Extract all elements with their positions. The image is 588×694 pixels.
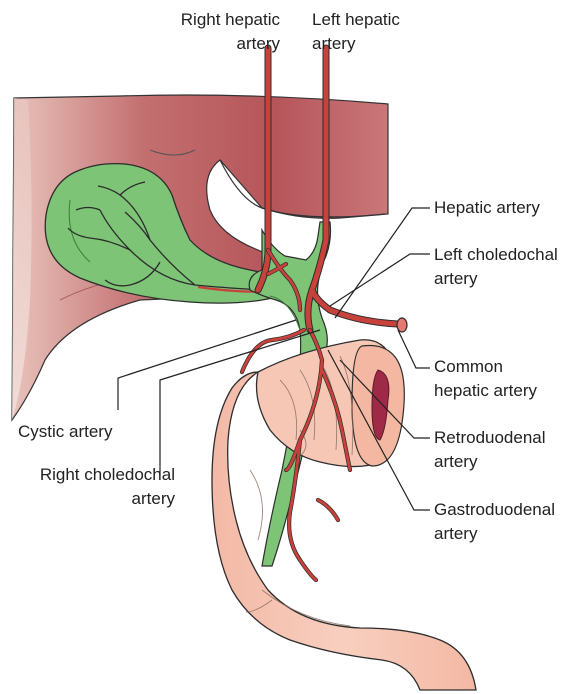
label-right-hepatic-artery: Right hepatic artery <box>181 8 280 56</box>
label-left-hepatic-artery: Left hepatic artery <box>312 8 400 56</box>
leader-left-choledochal <box>330 254 430 306</box>
label-retroduodenal-artery: Retroduodenal artery <box>434 426 546 474</box>
right-choledochal-line1: Right choledochal <box>40 463 175 487</box>
gastroduodenal-line1: Gastroduodenal <box>434 498 555 522</box>
label-common-hepatic-artery: Common hepatic artery <box>434 355 537 403</box>
label-cystic-artery: Cystic artery <box>18 420 112 444</box>
left-hepatic-line1: Left hepatic <box>312 8 400 32</box>
label-hepatic-artery: Hepatic artery <box>434 196 540 220</box>
right-hepatic-line2: artery <box>181 32 280 56</box>
left-hepatic-line2: artery <box>312 32 400 56</box>
left-choledochal-line1: Left choledochal <box>434 243 558 267</box>
leader-common-hepatic <box>398 330 430 368</box>
gastroduodenal-line2: artery <box>434 522 555 546</box>
hepatic-line1: Hepatic artery <box>434 196 540 220</box>
cystic-line1: Cystic artery <box>18 420 112 444</box>
label-gastroduodenal-artery: Gastroduodenal artery <box>434 498 555 546</box>
right-hepatic-line1: Right hepatic <box>181 8 280 32</box>
leader-hepatic-artery <box>335 208 430 318</box>
retroduodenal-line2: artery <box>434 450 546 474</box>
common-hepatic-line1: Common <box>434 355 537 379</box>
right-choledochal-line2: artery <box>40 487 175 511</box>
label-right-choledochal-artery: Right choledochal artery <box>40 463 175 511</box>
retroduodenal-line1: Retroduodenal <box>434 426 546 450</box>
common-hepatic-line2: hepatic artery <box>434 379 537 403</box>
label-left-choledochal-artery: Left choledochal artery <box>434 243 558 291</box>
left-choledochal-line2: artery <box>434 267 558 291</box>
